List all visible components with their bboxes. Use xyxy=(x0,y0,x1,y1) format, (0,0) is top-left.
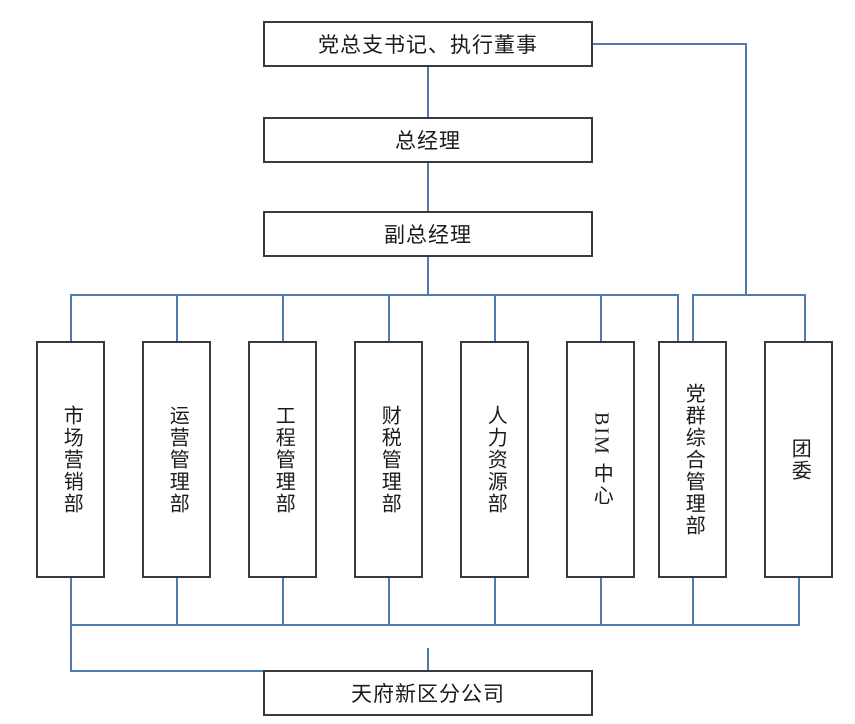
node-dept-marketing-label: 市场营销部 xyxy=(60,404,83,515)
node-party-secretary[interactable]: 党总支书记、执行董事 xyxy=(263,21,593,67)
node-dept-operations-label: 运营管理部 xyxy=(166,404,189,515)
node-deputy-general-manager-label: 副总经理 xyxy=(384,223,472,247)
node-dept-youth-league[interactable]: 团委 xyxy=(764,341,833,578)
bus-departments-top xyxy=(70,294,679,296)
node-party-secretary-label: 党总支书记、执行董事 xyxy=(318,33,538,57)
node-dept-marketing[interactable]: 市场营销部 xyxy=(36,341,105,578)
bus-branch-bottom xyxy=(70,624,800,626)
drop-to-dept-party-mass-admin-from-secretary xyxy=(692,294,694,342)
connector-gm-to-deputy xyxy=(427,163,429,211)
drop-to-dept-bim-center xyxy=(600,294,602,342)
node-dept-finance-tax-label: 财税管理部 xyxy=(378,404,401,515)
node-deputy-general-manager[interactable]: 副总经理 xyxy=(263,211,593,257)
connector-secretary-to-gm xyxy=(427,67,429,117)
drop-to-dept-human-resources xyxy=(494,294,496,342)
connector-secretary-right-h xyxy=(593,43,747,45)
riser-dept-youth-league xyxy=(798,578,800,626)
riser-dept-party-mass-admin xyxy=(692,578,694,626)
drop-to-dept-engineering xyxy=(282,294,284,342)
drop-to-dept-finance-tax xyxy=(388,294,390,342)
connector-bus-to-branch-v xyxy=(70,624,72,672)
node-dept-human-resources-label: 人力资源部 xyxy=(484,404,507,515)
node-dept-finance-tax[interactable]: 财税管理部 xyxy=(354,341,423,578)
node-branch-tianfu-label: 天府新区分公司 xyxy=(351,682,505,706)
node-dept-bim-center[interactable]: BIM 中心 xyxy=(566,341,635,578)
node-dept-youth-league-label: 团委 xyxy=(788,437,811,482)
connector-secretary-right-v xyxy=(745,43,747,295)
node-general-manager[interactable]: 总经理 xyxy=(263,117,593,163)
node-dept-party-mass-admin[interactable]: 党群综合管理部 xyxy=(658,341,727,578)
node-general-manager-label: 总经理 xyxy=(395,129,461,153)
node-dept-party-mass-admin-label: 党群综合管理部 xyxy=(682,382,705,537)
node-dept-engineering[interactable]: 工程管理部 xyxy=(248,341,317,578)
riser-dept-bim-center xyxy=(600,578,602,626)
node-branch-tianfu[interactable]: 天府新区分公司 xyxy=(263,670,593,716)
drop-to-dept-marketing xyxy=(70,294,72,342)
riser-dept-finance-tax xyxy=(388,578,390,626)
connector-branch-stub xyxy=(427,648,429,672)
connector-deputy-to-bus xyxy=(427,257,429,295)
riser-dept-human-resources xyxy=(494,578,496,626)
drop-to-dept-youth-league xyxy=(804,294,806,342)
node-dept-bim-center-label: BIM 中心 xyxy=(590,412,613,507)
node-dept-engineering-label: 工程管理部 xyxy=(272,404,295,515)
riser-dept-operations xyxy=(176,578,178,626)
bus-party-branch-top xyxy=(692,294,806,296)
drop-to-dept-operations xyxy=(176,294,178,342)
riser-dept-engineering xyxy=(282,578,284,626)
connector-bus-to-branch-h xyxy=(70,670,428,672)
drop-to-dept-party-mass-admin-from-deputy xyxy=(677,294,679,342)
node-dept-operations[interactable]: 运营管理部 xyxy=(142,341,211,578)
riser-dept-marketing xyxy=(70,578,72,626)
node-dept-human-resources[interactable]: 人力资源部 xyxy=(460,341,529,578)
